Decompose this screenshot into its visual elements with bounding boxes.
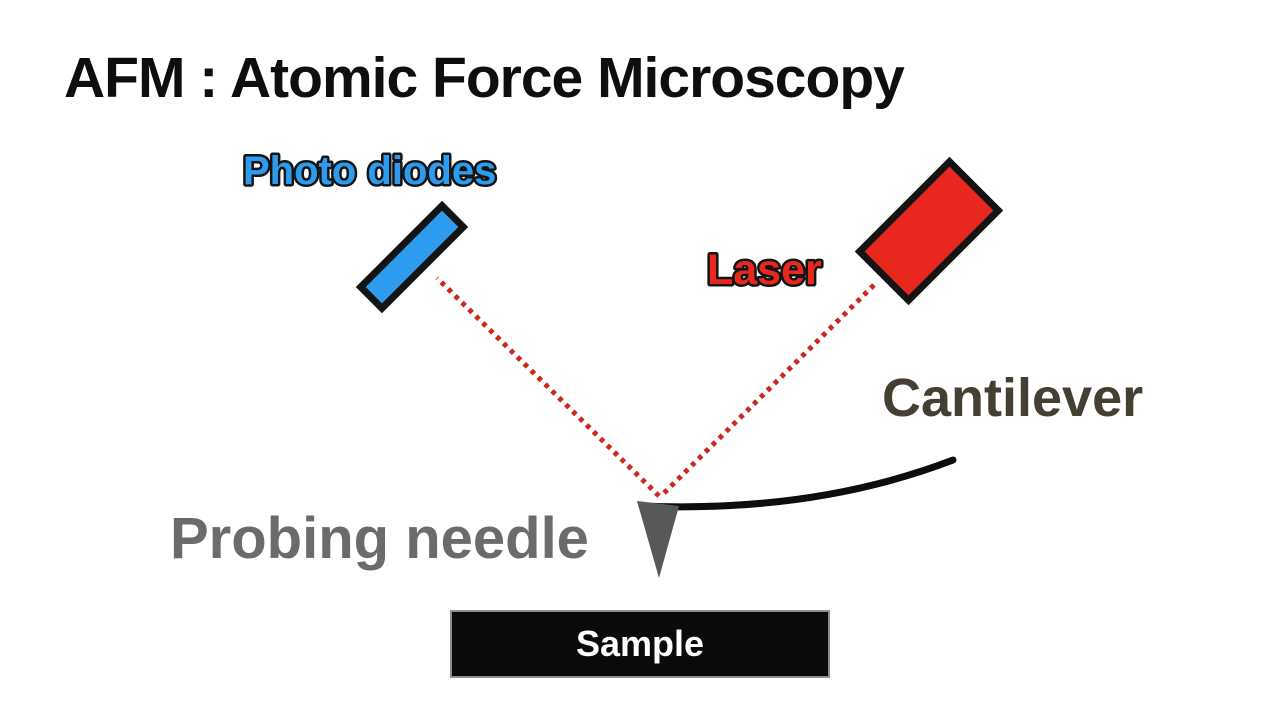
sample-label: Sample bbox=[575, 623, 705, 664]
photo-diode-rect bbox=[355, 200, 469, 314]
cantilever-label: Cantilever bbox=[882, 368, 1144, 428]
probing-needle-tip bbox=[637, 501, 679, 578]
page-title: AFM : Atomic Force Microscopy bbox=[64, 46, 905, 110]
laser-label: Laser bbox=[707, 246, 822, 294]
laser-beam-reflected bbox=[435, 276, 661, 498]
laser-rect bbox=[854, 156, 1004, 306]
sample-block: Sample bbox=[450, 610, 830, 678]
photo-diodes-label: Photo diodes bbox=[243, 149, 496, 193]
probing-needle-label: Probing needle bbox=[170, 506, 589, 571]
cantilever-curve bbox=[638, 456, 957, 511]
laser-beam-incident bbox=[659, 283, 876, 498]
